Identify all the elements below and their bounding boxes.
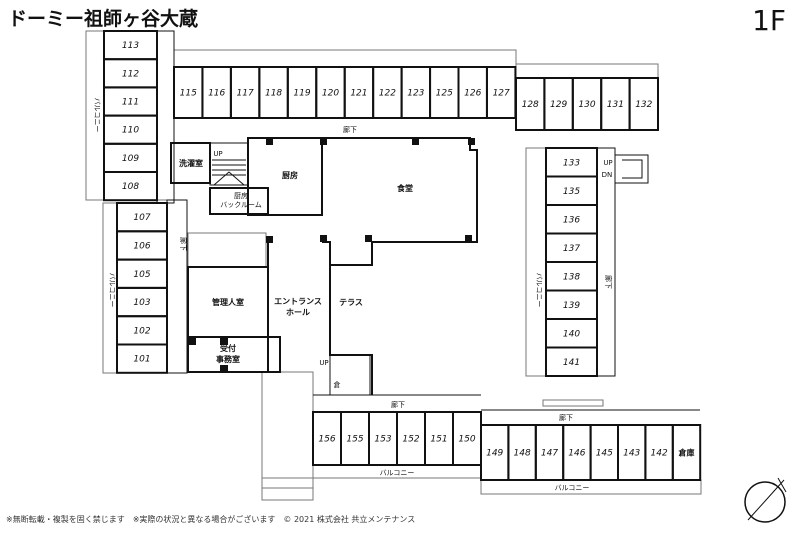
room-111-label: 111: [122, 98, 139, 108]
corridor-label-south-west: 廊下: [391, 400, 405, 409]
room-139-label: 139: [563, 301, 580, 311]
room-148-label: 148: [514, 449, 531, 459]
room-120-label: 120: [322, 89, 339, 99]
kitchen-back-label-1: 厨房: [234, 191, 248, 200]
balcony-label-left-upper: バルコニー: [93, 98, 101, 133]
room-103-label: 103: [133, 298, 150, 308]
room-122-label: 122: [379, 89, 396, 99]
room-155-label: 155: [346, 435, 363, 445]
room-105-label: 105: [133, 270, 150, 280]
floor-label: 1F: [752, 4, 786, 37]
room-127-label: 127: [493, 89, 510, 99]
room-107-label: 107: [133, 213, 150, 223]
entrance-hall-label-2: ホール: [286, 308, 310, 317]
corridor-label-east: 廊下: [604, 275, 613, 289]
kitchen-back-label-2: バックルーム: [220, 201, 262, 209]
room-119-label: 119: [293, 89, 310, 99]
compass: [744, 477, 787, 523]
room-130-label: 130: [578, 100, 595, 110]
room-152-label: 152: [402, 435, 419, 445]
room-倉庫-label: 倉庫: [678, 448, 695, 458]
room-108-outline: [103, 171, 158, 202]
reception-label-2: 事務室: [216, 354, 240, 364]
room-129-label: 129: [550, 100, 567, 110]
room-137-label: 137: [563, 244, 580, 254]
room-153-label: 153: [374, 435, 391, 445]
room-150-label: 150: [458, 435, 475, 445]
room-147-label: 147: [541, 449, 558, 459]
room-123-label: 123: [407, 89, 424, 99]
room-131-label: 131: [607, 100, 624, 110]
room-116-label: 116: [208, 89, 225, 99]
room-136-label: 136: [563, 215, 580, 225]
terrace-label: テラス: [339, 298, 363, 307]
room-142-label: 142: [651, 449, 668, 459]
room-126-label: 126: [464, 89, 481, 99]
room-108-label: 108: [122, 182, 139, 192]
common-areas: [170, 137, 649, 407]
room-145-label: 145: [596, 449, 613, 459]
guest-rooms: 113 112 111 110 109 108 107 106 105 103 102 101 115 1…: [103, 30, 702, 481]
room-149-label: 149: [486, 449, 503, 459]
corridor-label-north: 廊下: [343, 125, 357, 134]
storage-small-label: 倉: [334, 380, 341, 389]
room-109-label: 109: [122, 154, 139, 164]
room-125-label: 125: [436, 89, 453, 99]
room-106-label: 106: [133, 241, 150, 251]
stair-up-label-west: UP: [213, 150, 222, 158]
reception-label-1: 受付: [220, 343, 236, 353]
manager-room-label: 管理人室: [212, 297, 244, 307]
entrance-hall-label-1: エントランス: [274, 297, 322, 306]
balcony-label-east: バルコニー: [535, 273, 543, 308]
room-110-label: 110: [122, 126, 139, 136]
room-141-outline: [545, 346, 598, 377]
room-138-label: 138: [563, 272, 580, 282]
room-121-label: 121: [350, 89, 367, 99]
room-140-label: 140: [563, 329, 580, 339]
room-101-outline: [116, 343, 168, 374]
stair-up-label-south: UP: [319, 359, 328, 367]
room-115-label: 115: [180, 89, 197, 99]
balcony-label-left-lower: バルコニー: [108, 273, 116, 308]
kitchen-label: 厨房: [282, 170, 298, 180]
stair-up-label-east: UP: [603, 159, 612, 167]
room-112-label: 112: [122, 69, 139, 79]
room-117-label: 117: [237, 89, 254, 99]
dining-hall-label: 食堂: [397, 183, 413, 193]
room-132-label: 132: [635, 100, 652, 110]
room-倉庫-outline: [671, 424, 702, 481]
balcony-label-south-west: バルコニー: [380, 469, 415, 477]
footer-notice: ※無断転載・複製を固く禁じます ※実際の状況と異なる場合がございます © 202…: [6, 515, 416, 524]
room-102-label: 102: [133, 326, 150, 336]
room-156-label: 156: [318, 435, 335, 445]
corridor-label-west: 廊下: [179, 237, 188, 251]
room-133-label: 133: [563, 158, 580, 168]
room-143-label: 143: [623, 449, 640, 459]
laundry-room-label: 洗濯室: [179, 158, 203, 168]
room-132-outline: [628, 77, 659, 131]
room-135-label: 135: [563, 187, 580, 197]
room-118-label: 118: [265, 89, 282, 99]
room-128-label: 128: [522, 100, 539, 110]
building-title: ドーミー祖師ヶ谷大蔵: [8, 8, 199, 30]
room-113-label: 113: [122, 41, 139, 51]
stair-down-label-east: DN: [602, 171, 613, 179]
corridor-label-south-east: 廊下: [559, 413, 573, 422]
balcony-label-south-east: バルコニー: [555, 484, 590, 492]
room-141-label: 141: [563, 358, 580, 368]
room-146-label: 146: [568, 449, 585, 459]
room-151-label: 151: [430, 435, 447, 445]
room-101-label: 101: [133, 355, 150, 365]
